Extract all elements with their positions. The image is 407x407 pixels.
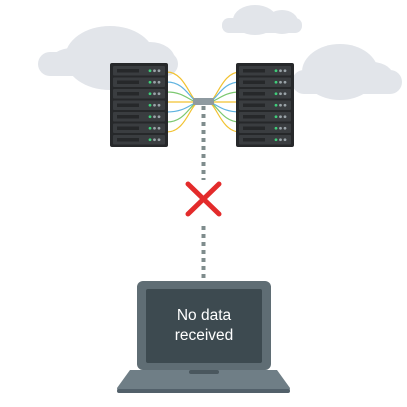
status-led-icon <box>148 138 152 142</box>
status-led-icon <box>157 103 161 107</box>
status-led-icon <box>148 126 152 130</box>
status-led-icon <box>283 69 287 73</box>
drive-slot <box>243 80 265 84</box>
drive-slot <box>243 138 265 142</box>
status-led-icon <box>153 126 156 130</box>
status-led-icon <box>279 69 282 73</box>
status-led-icon <box>157 115 161 119</box>
status-led-icon <box>283 115 287 119</box>
status-led-icon <box>274 138 278 142</box>
status-led-icon <box>157 80 161 84</box>
status-led-icon <box>148 92 152 96</box>
laptop-screen-message: No data received <box>148 306 260 346</box>
status-led-icon <box>283 126 287 130</box>
status-led-icon <box>283 80 287 84</box>
status-led-icon <box>274 69 278 73</box>
status-led-icon <box>279 115 282 119</box>
status-led-icon <box>279 138 282 142</box>
screen-message-line-2: received <box>174 327 234 344</box>
status-led-icon <box>148 80 152 84</box>
status-led-icon <box>279 92 282 96</box>
status-led-icon <box>153 138 156 142</box>
drive-slot <box>117 69 139 73</box>
drive-slot <box>243 92 265 96</box>
status-led-icon <box>157 92 161 96</box>
drive-slot <box>117 80 139 84</box>
status-led-icon <box>157 69 161 73</box>
status-led-icon <box>153 92 156 96</box>
network-switch <box>193 98 214 105</box>
cloud-icon <box>222 5 302 35</box>
status-led-icon <box>274 80 278 84</box>
status-led-icon <box>153 103 156 107</box>
status-led-icon <box>148 69 152 73</box>
status-led-icon <box>283 92 287 96</box>
drive-slot <box>243 126 265 130</box>
status-led-icon <box>283 138 287 142</box>
drive-slot <box>243 115 265 119</box>
status-led-icon <box>148 115 152 119</box>
drive-slot <box>243 103 265 107</box>
cloud-icon <box>292 44 402 100</box>
laptop-icon <box>117 281 290 393</box>
status-led-icon <box>279 126 282 130</box>
drive-slot <box>117 92 139 96</box>
red-x-icon <box>182 180 224 222</box>
status-led-icon <box>279 103 282 107</box>
drive-slot <box>117 126 139 130</box>
status-led-icon <box>274 92 278 96</box>
status-led-icon <box>274 126 278 130</box>
status-led-icon <box>157 138 161 142</box>
status-led-icon <box>274 115 278 119</box>
server-rack-icon <box>110 63 168 147</box>
drive-slot <box>117 138 139 142</box>
status-led-icon <box>157 126 161 130</box>
status-led-icon <box>274 103 278 107</box>
server-rack-icon <box>236 63 294 147</box>
drive-slot <box>117 103 139 107</box>
drive-slot <box>243 69 265 73</box>
status-led-icon <box>283 103 287 107</box>
status-led-icon <box>279 80 282 84</box>
screen-message-line-1: No data <box>176 307 232 324</box>
status-led-icon <box>153 69 156 73</box>
drive-slot <box>117 115 139 119</box>
status-led-icon <box>153 115 156 119</box>
status-led-icon <box>153 80 156 84</box>
status-led-icon <box>148 103 152 107</box>
